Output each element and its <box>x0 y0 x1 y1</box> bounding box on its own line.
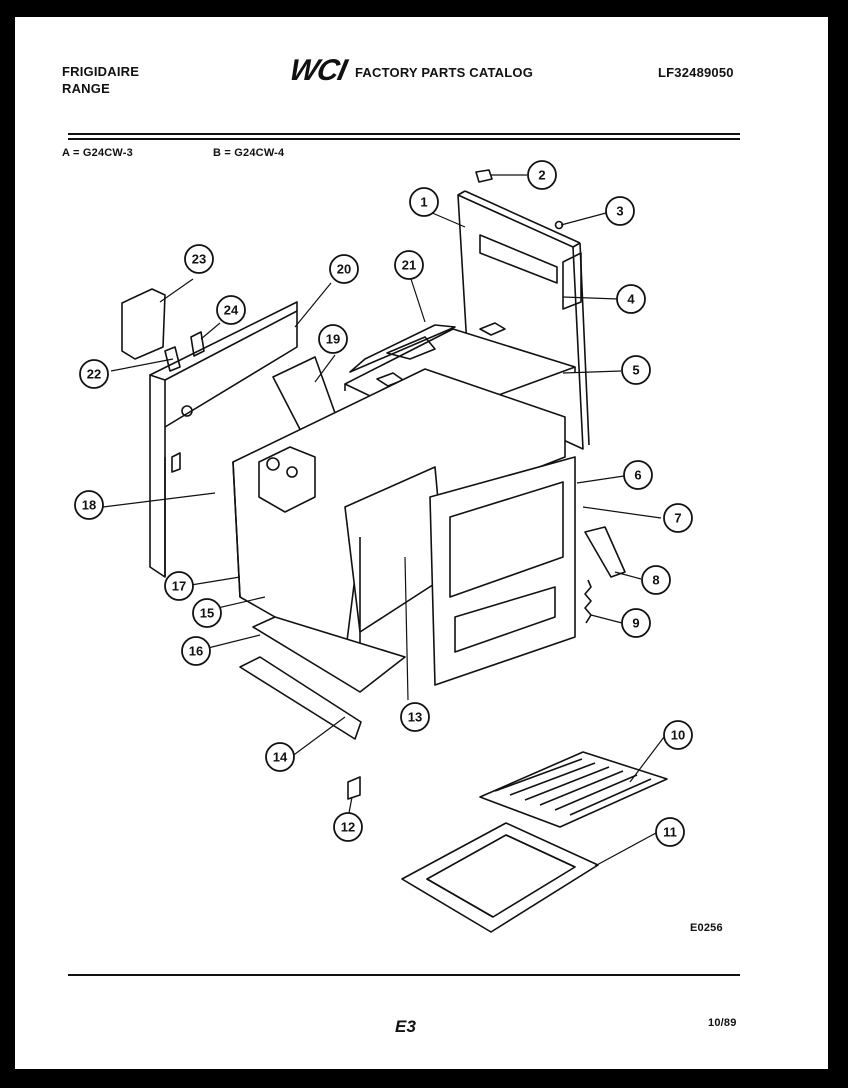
callout-label: 1 <box>420 195 427 210</box>
header-rule-top <box>68 133 740 135</box>
model-b-label: B = G24CW-4 <box>213 147 285 159</box>
callout-12: 12 <box>333 812 363 842</box>
callout-label: 11 <box>663 825 677 840</box>
callout-19: 19 <box>318 324 348 354</box>
block-part <box>190 331 205 357</box>
callout-label: 10 <box>671 728 685 743</box>
callout-16: 16 <box>181 636 211 666</box>
callout-label: 22 <box>87 367 101 382</box>
callout-label: 3 <box>616 204 623 219</box>
callout-20: 20 <box>329 254 359 284</box>
callout-label: 8 <box>652 573 659 588</box>
callout-17: 17 <box>164 571 194 601</box>
parts-catalog-page: FRIGIDAIRE RANGE WCI FACTORY PARTS CATAL… <box>15 17 828 1069</box>
callout-label: 24 <box>224 303 239 318</box>
oven-door-part <box>429 456 576 686</box>
clip-part <box>475 169 493 183</box>
callout-label: 7 <box>674 511 681 526</box>
model-a-label: A = G24CW-3 <box>62 147 133 159</box>
callout-2: 2 <box>527 160 557 190</box>
callout-11: 11 <box>655 817 685 847</box>
callout-18: 18 <box>74 490 104 520</box>
callout-label: 4 <box>627 292 635 307</box>
callout-label: 14 <box>273 750 288 765</box>
callout-5: 5 <box>621 355 651 385</box>
callout-10: 10 <box>663 720 693 750</box>
callout-1: 1 <box>409 187 439 217</box>
revision-date: 10/89 <box>708 1017 737 1029</box>
diagram-code: E0256 <box>690 922 723 934</box>
page-number: E3 <box>395 1017 417 1036</box>
bottom-panel-part <box>252 616 406 693</box>
callout-label: 18 <box>82 498 96 513</box>
callout-label: 15 <box>200 606 214 621</box>
callout-label: 17 <box>172 579 186 594</box>
callout-22: 22 <box>79 359 109 389</box>
clip-part-22 <box>164 346 181 372</box>
kick-plate-part <box>239 656 362 740</box>
brand-name: FRIGIDAIRE <box>62 64 140 79</box>
hinge-part <box>584 526 626 578</box>
footer-rule <box>68 974 740 976</box>
callout-3: 3 <box>605 196 635 226</box>
callout-4: 4 <box>616 284 646 314</box>
broiler-pan-part <box>401 822 599 933</box>
callout-8: 8 <box>641 565 671 595</box>
catalog-title: FACTORY PARTS CATALOG <box>355 65 534 80</box>
callout-21: 21 <box>394 250 424 280</box>
model-number: LF32489050 <box>658 65 734 80</box>
callout-label: 5 <box>632 363 639 378</box>
callout-label: 2 <box>538 168 545 183</box>
spring-part <box>584 579 592 624</box>
callout-label: 6 <box>634 468 641 483</box>
callout-6: 6 <box>623 460 653 490</box>
callout-label: 23 <box>192 252 206 267</box>
leveler-part <box>347 776 361 800</box>
callout-label: 12 <box>341 820 355 835</box>
product-type: RANGE <box>62 81 110 96</box>
callout-24: 24 <box>216 295 246 325</box>
callout-label: 20 <box>337 262 351 277</box>
bracket-part <box>121 288 166 360</box>
header-rule-bottom <box>68 138 740 140</box>
callout-13: 13 <box>400 702 430 732</box>
callout-9: 9 <box>621 608 651 638</box>
oven-liner-part <box>232 368 566 658</box>
left-side-panel-part <box>149 301 298 578</box>
oven-rack-part <box>479 751 668 828</box>
callout-label: 16 <box>189 644 203 659</box>
callout-15: 15 <box>192 598 222 628</box>
callout-7: 7 <box>663 503 693 533</box>
callout-label: 21 <box>402 258 416 273</box>
callout-23: 23 <box>184 244 214 274</box>
callout-label: 9 <box>632 616 639 631</box>
callout-14: 14 <box>265 742 295 772</box>
callout-label: 19 <box>326 332 340 347</box>
callout-label: 13 <box>408 710 422 725</box>
